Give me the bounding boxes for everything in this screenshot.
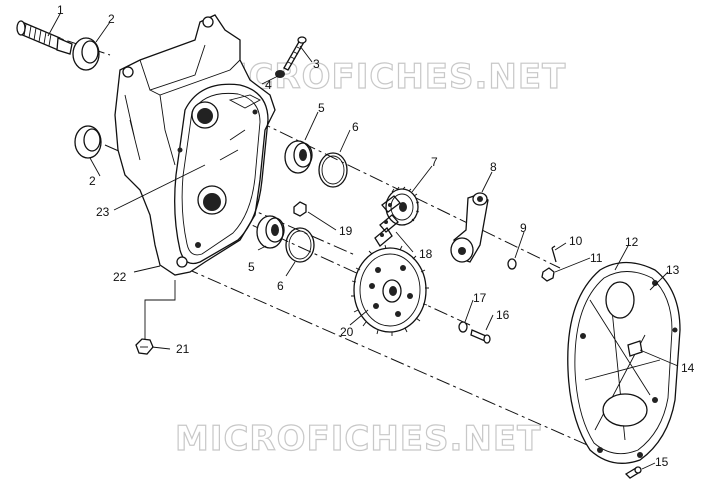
seal-top (72, 37, 100, 71)
bearing-lower (256, 215, 285, 249)
callout-21: 21 (176, 342, 190, 356)
chaincase-cover (567, 261, 681, 464)
callout-13: 13 (666, 263, 680, 277)
callout-2-lower: 2 (89, 174, 96, 188)
gear-washer (458, 321, 468, 333)
callout-7: 7 (431, 155, 438, 169)
oring-upper (318, 152, 348, 188)
callout-14: 14 (681, 361, 695, 375)
callout-3: 3 (313, 57, 320, 71)
housing-nut (293, 201, 307, 217)
cotter-pin (551, 245, 557, 263)
drain-plug (135, 338, 154, 355)
leader-lines (47, 13, 679, 470)
callout-9: 9 (520, 221, 527, 235)
callout-labels: 1 2 3 4 5 6 7 8 9 10 11 12 13 14 15 16 1… (57, 3, 695, 469)
seal-lower (74, 125, 102, 159)
callout-23: 23 (96, 205, 110, 219)
callout-10: 10 (569, 234, 583, 248)
drive-chain (374, 195, 401, 247)
bearing-upper (284, 140, 313, 174)
upper-sprocket (385, 186, 420, 226)
callout-15: 15 (655, 455, 669, 469)
callout-2: 2 (108, 12, 115, 26)
lower-gear (351, 244, 429, 336)
cover-screw (624, 466, 642, 479)
callout-5-lower: 5 (248, 260, 255, 274)
callout-19: 19 (339, 224, 353, 238)
callout-6-lower: 6 (277, 279, 284, 293)
callout-8: 8 (490, 160, 497, 174)
callout-16: 16 (496, 308, 510, 322)
callout-20: 20 (340, 325, 354, 339)
callout-4: 4 (265, 78, 272, 92)
callout-1: 1 (57, 3, 64, 17)
tensioner-arm (450, 192, 489, 263)
oring-lower (285, 227, 315, 263)
callout-17: 17 (473, 291, 487, 305)
chaincase-housing (114, 14, 276, 276)
gear-bolt (470, 329, 491, 344)
watermark-bottom: MICROFICHES.NET (175, 419, 541, 459)
input-shaft (16, 20, 73, 55)
callout-6: 6 (352, 120, 359, 134)
callout-18: 18 (419, 247, 433, 261)
top-bolt (283, 36, 307, 71)
tensioner-washer (507, 258, 517, 270)
callout-12: 12 (625, 235, 639, 249)
callout-5: 5 (318, 101, 325, 115)
callout-22: 22 (113, 270, 127, 284)
callout-11: 11 (590, 251, 603, 265)
small-nut (541, 267, 555, 282)
